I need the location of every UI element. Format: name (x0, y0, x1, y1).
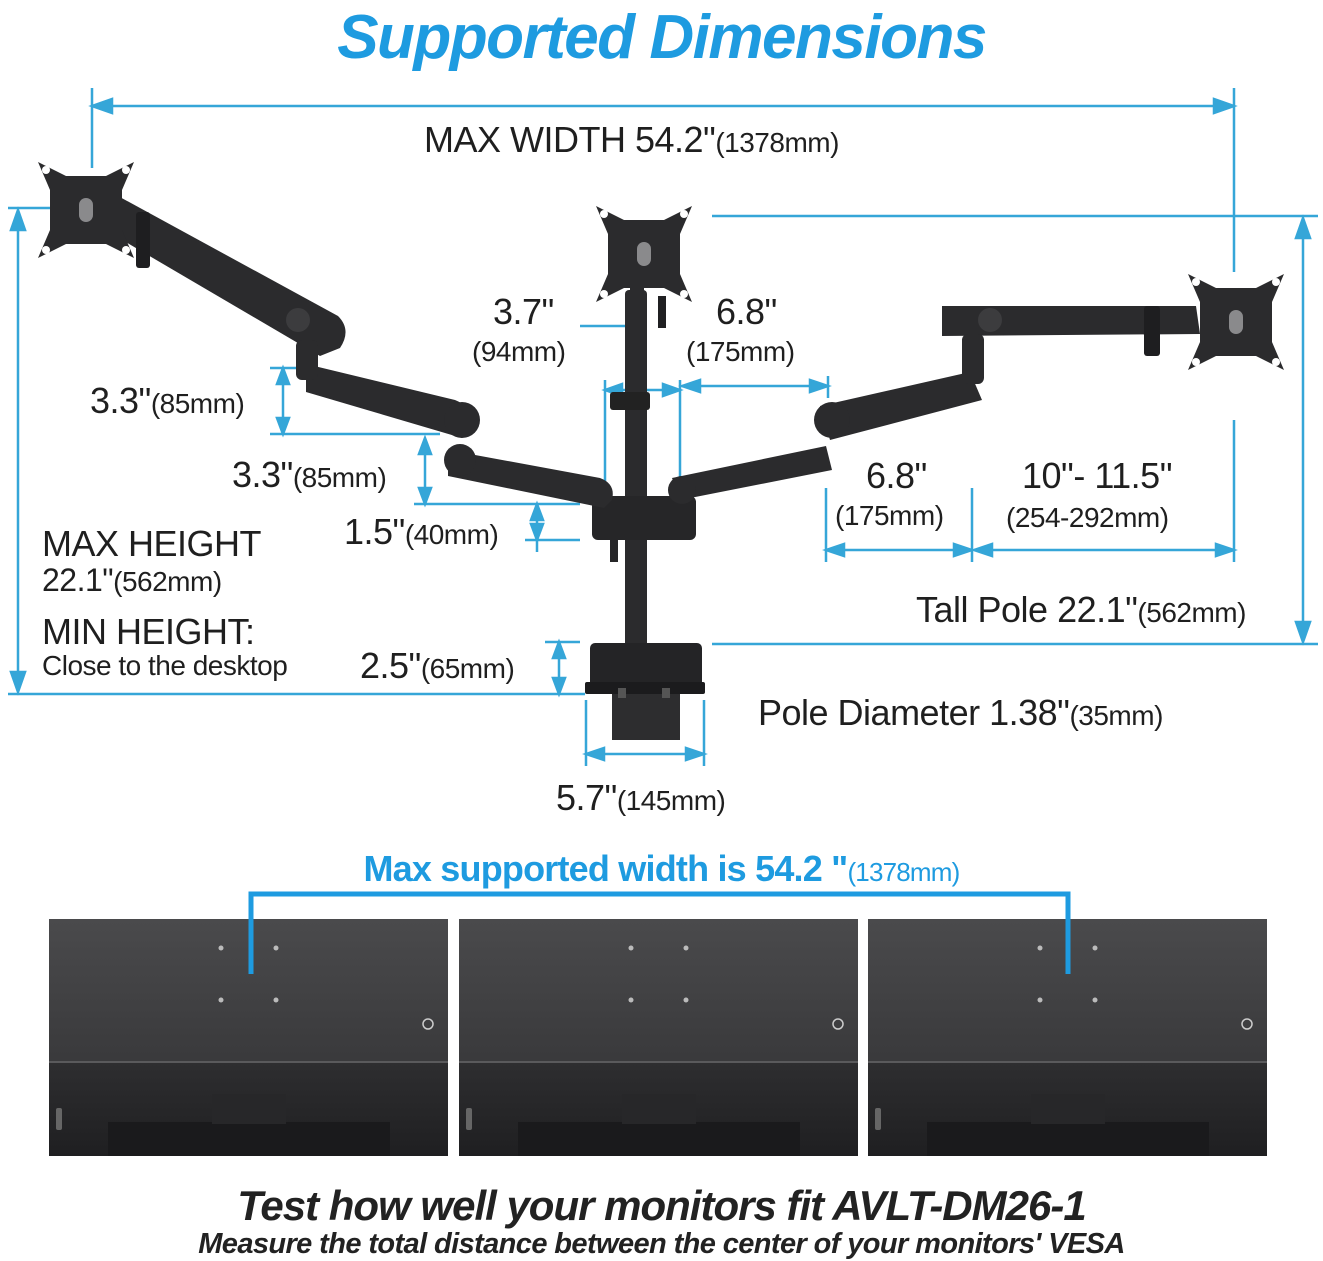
footer-headline: Test how well your monitors fit AVLT-DM2… (237, 1182, 1086, 1229)
max-width-value: MAX WIDTH 54.2" (424, 119, 716, 160)
clamp-width-label: 5.7"(145mm) (556, 777, 726, 818)
center-offset-unit: (94mm) (472, 336, 566, 367)
clamp-height-label: 2.5"(65mm) (360, 645, 515, 686)
max-height-value: 22.1"(562mm) (42, 562, 222, 598)
vesa-plate-icon (1188, 274, 1284, 370)
max-height-label: MAX HEIGHT (42, 523, 262, 564)
right-ext-value: 10"- 11.5" (1022, 455, 1173, 496)
monitor-back-icon (868, 919, 1267, 1156)
center-arm-value: 6.8" (716, 291, 777, 332)
min-height-note: Close to the desktop (42, 650, 288, 681)
pole-diameter-label: Pole Diameter 1.38"(35mm) (758, 692, 1163, 733)
monitor-mount (112, 196, 1200, 740)
dimension-lines (8, 88, 1318, 766)
tall-pole-label: Tall Pole 22.1"(562mm) (916, 589, 1246, 630)
collar-gap-label: 1.5"(40mm) (344, 511, 499, 552)
right-arm-value: 6.8" (866, 455, 927, 496)
left-mid-drop-label: 3.3"(85mm) (232, 454, 387, 495)
left-top-drop-label: 3.3"(85mm) (90, 380, 245, 421)
right-arm-unit: (175mm) (835, 500, 944, 531)
max-width-label: MAX WIDTH 54.2"(1378mm) (424, 122, 839, 158)
right-ext-unit: (254-292mm) (1006, 502, 1169, 533)
monitor-back-icon (459, 919, 858, 1156)
center-arm-unit: (175mm) (686, 336, 795, 367)
footer-subtext: Measure the total distance between the c… (198, 1228, 1125, 1260)
vesa-plate-icon (596, 206, 692, 302)
vesa-plate-icon (38, 162, 134, 258)
center-offset-value: 3.7" (493, 291, 554, 332)
supported-width-heading: Max supported width is 54.2 "(1378mm) (363, 848, 960, 889)
supported-width-bracket (248, 891, 1071, 974)
min-height-label: MIN HEIGHT: (42, 611, 255, 652)
page-title: Supported Dimensions (337, 3, 987, 72)
max-width-unit: (1378mm) (715, 127, 839, 158)
